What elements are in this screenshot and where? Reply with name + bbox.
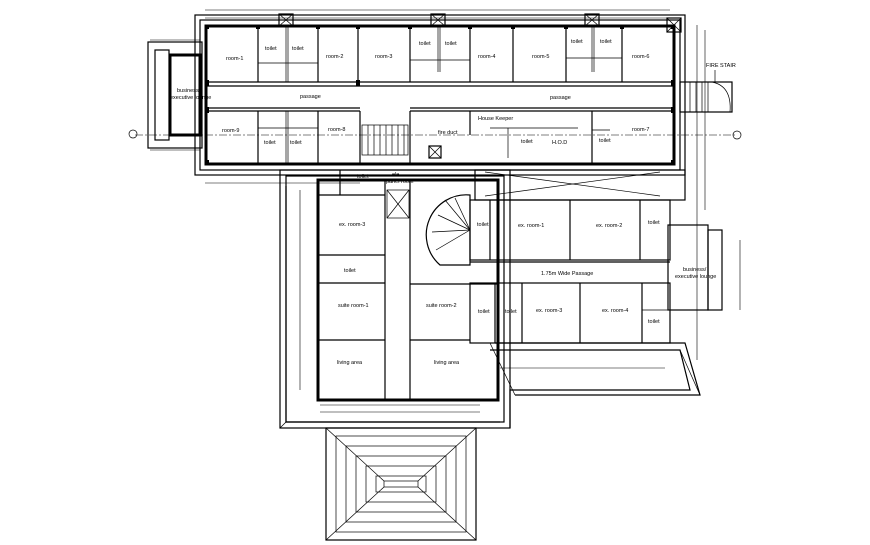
label-ex-room-2: ex. room-2 [596, 223, 622, 229]
label-room-6: room-6 [632, 54, 649, 60]
label-room-4: room-4 [478, 54, 495, 60]
label-toilet: toilet [478, 309, 490, 315]
label-room-7: room-7 [632, 127, 649, 133]
duct [430, 13, 446, 27]
label-toilet: toilet [477, 222, 489, 228]
entrance-canopy [325, 427, 477, 541]
grid-axis-marker [128, 129, 138, 139]
label-toilet: toilet [648, 220, 660, 226]
dimension-lines [128, 9, 742, 413]
stair-treads [367, 125, 405, 155]
label-suite-room-2: suite room-2 [426, 303, 457, 309]
label-toilet: toilet [357, 174, 369, 180]
spiral-stair [425, 194, 471, 266]
label-toilet: toilet [419, 41, 431, 47]
label-ele-panel: ele. [392, 172, 401, 178]
duct [278, 13, 294, 27]
label-ex-room-3: ex. room-3 [536, 308, 562, 314]
label-ex-room-1: ex. room-1 [518, 223, 544, 229]
label-lounge: executive lounge [675, 274, 716, 280]
label-room-1: room-1 [226, 56, 243, 62]
label-lounge: executive lounge [170, 95, 211, 101]
columns [205, 25, 675, 164]
room-labels: room-1 toilet toilet room-2 room-3 toile… [170, 39, 736, 366]
label-room-5: room-5 [532, 54, 549, 60]
label-toilet: toilet [290, 140, 302, 146]
label-ex-room-3: ex. room-3 [339, 222, 365, 228]
grid-axis-marker [732, 130, 742, 140]
label-lounge: business/ [177, 88, 201, 94]
label-suite-room-1: suite room-1 [338, 303, 369, 309]
label-room-3: room-3 [375, 54, 392, 60]
label-wide-passage: 1.75m Wide Passage [541, 271, 593, 277]
label-fire-duct: fire duct [438, 130, 458, 136]
fire-stair [679, 70, 733, 113]
duct [666, 17, 682, 33]
label-toilet: toilet [292, 46, 304, 52]
left-lounge [147, 41, 203, 149]
label-toilet: toilet [445, 41, 457, 47]
label-house-keeper: House Keeper [478, 116, 513, 122]
label-living-area: living area [434, 360, 460, 366]
label-passage: passage [550, 95, 571, 101]
label-passage: passage [300, 94, 321, 100]
label-toilet: toilet [265, 46, 277, 52]
label-hod: H.O.D [552, 140, 567, 146]
label-room-8: room-8 [328, 127, 345, 133]
label-toilet: toilet [521, 139, 533, 145]
label-toilet: toilet [599, 138, 611, 144]
duct [584, 13, 600, 27]
podium-outline [279, 186, 500, 429]
label-lounge: business/ [683, 267, 707, 273]
label-toilet: toilet [505, 309, 517, 315]
label-room-2: room-2 [326, 54, 343, 60]
label-toilet: toilet [264, 140, 276, 146]
upper-block-walls [194, 13, 686, 176]
label-toilet: toilet [571, 39, 583, 45]
label-ele-panel: panel room [386, 179, 414, 185]
label-room-9: room-9 [222, 128, 239, 134]
label-ex-room-4: ex. room-4 [602, 308, 628, 314]
label-toilet: toilet [344, 268, 356, 274]
label-toilet: toilet [648, 319, 660, 325]
lower-block-walls [279, 169, 723, 429]
duct [428, 145, 442, 159]
label-toilet: toilet [600, 39, 612, 45]
label-living-area: living area [337, 360, 363, 366]
label-fire-stair: FIRE STAIR [706, 63, 736, 69]
